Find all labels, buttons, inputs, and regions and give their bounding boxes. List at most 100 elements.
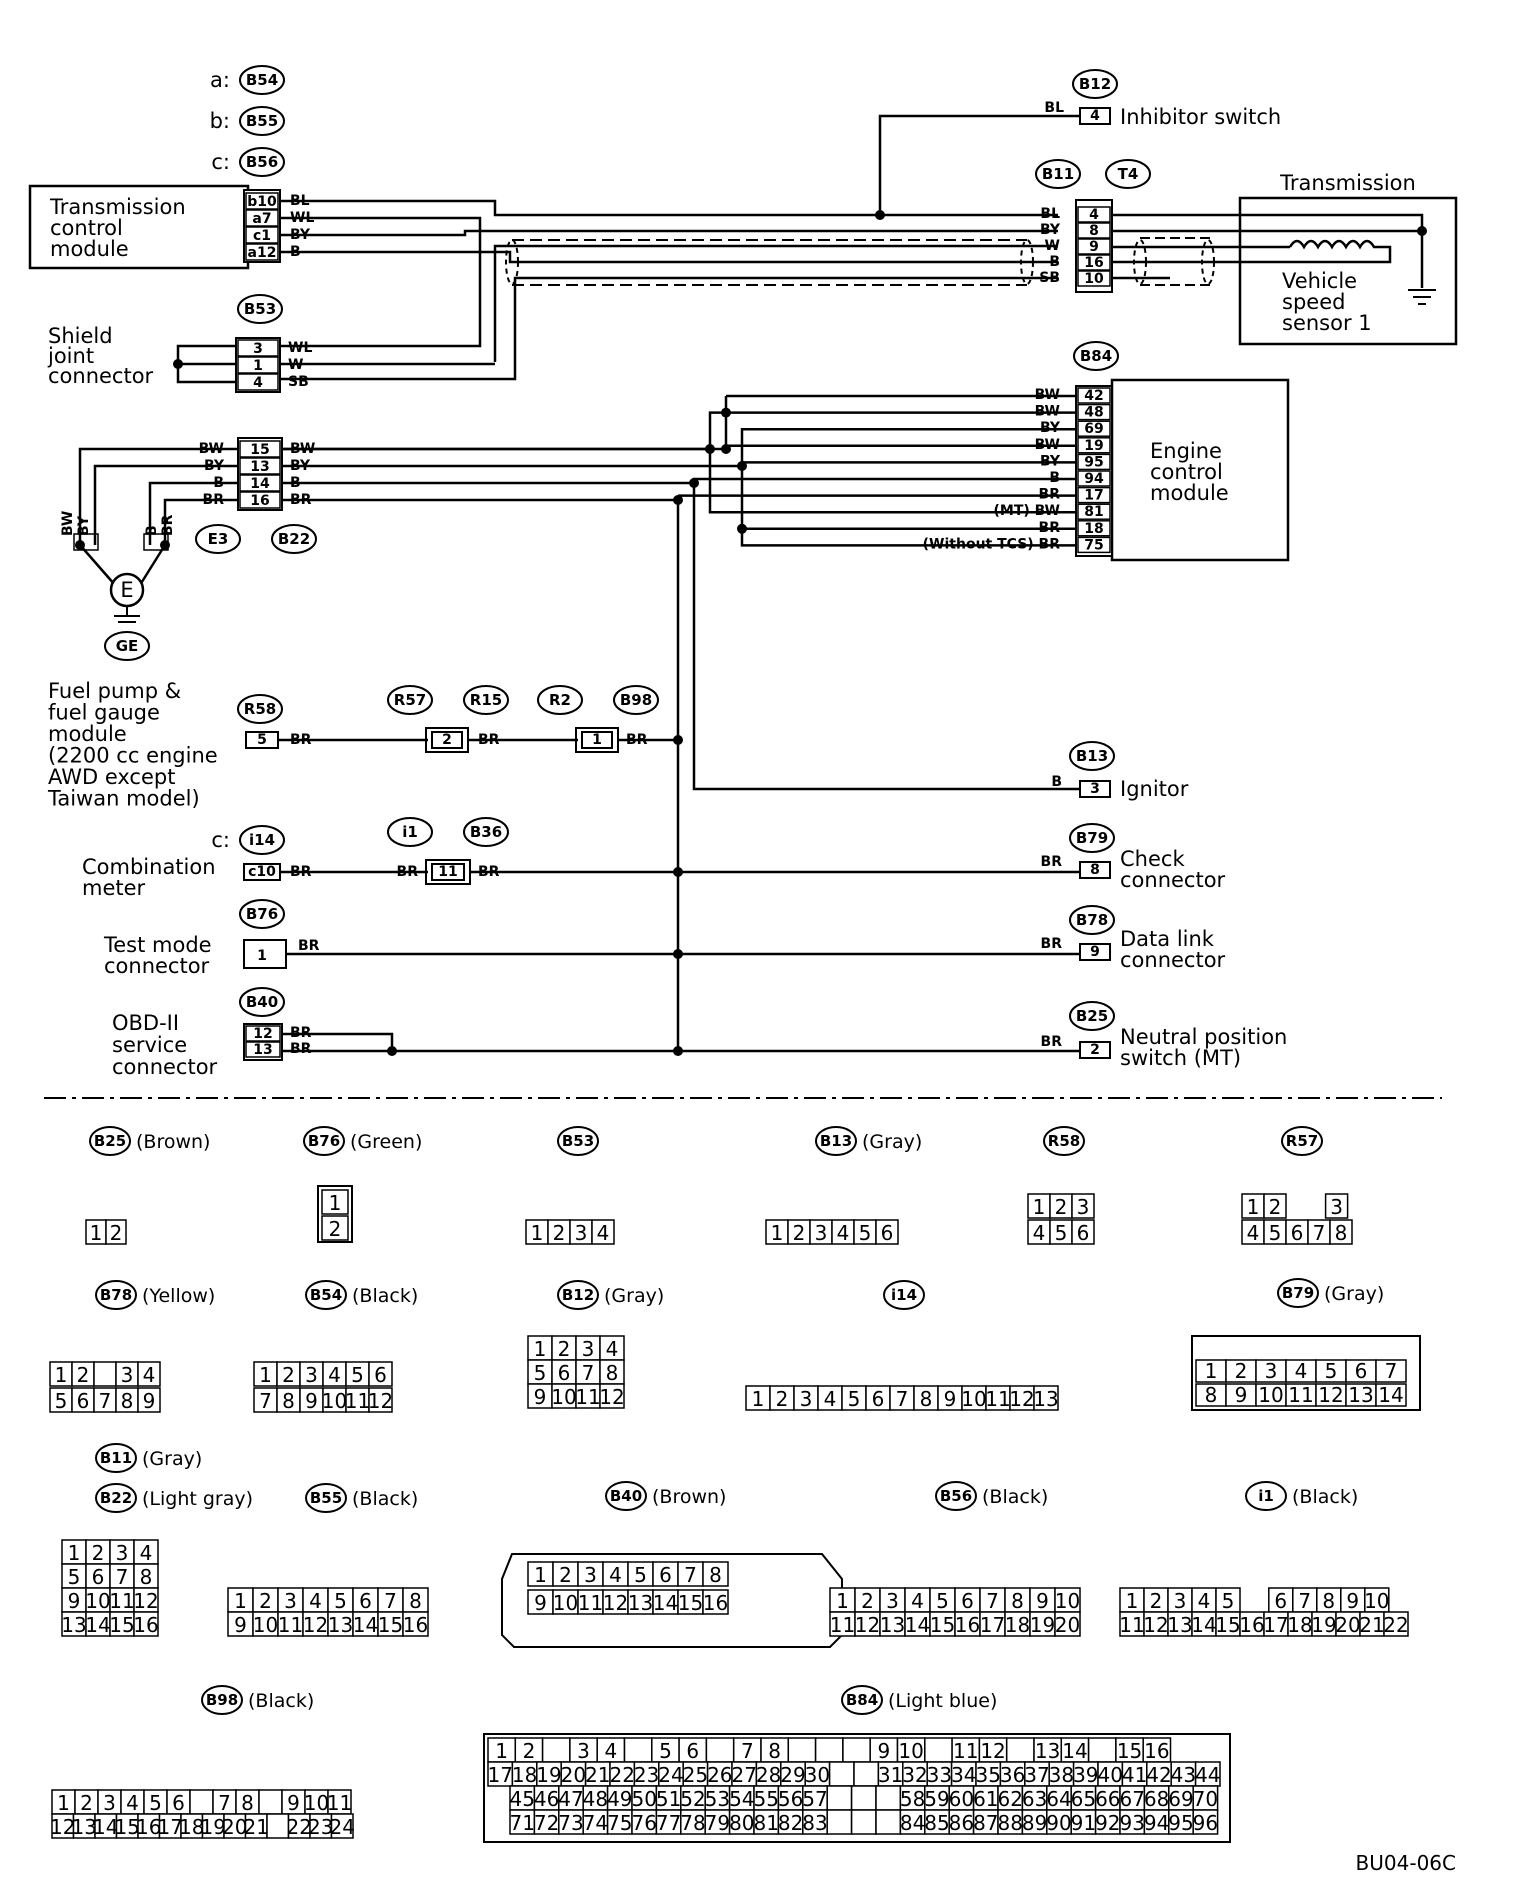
terminal-cell [929,1611,956,1637]
terminal-number: 84 [900,1811,925,1835]
terminal-number: 11 [830,1613,855,1637]
shield-end [505,239,519,285]
vss-label: speed [1282,290,1345,314]
terminal-number: 61 [973,1787,998,1811]
terminal-number: 17 [158,1815,183,1839]
connector-id-oval [1035,159,1081,189]
junction-dot [737,461,747,471]
pin-box [245,243,279,261]
connector-id-oval [237,294,283,324]
terminal-number: 4 [126,1791,139,1815]
terminal-cell [826,1809,853,1835]
connector-color: (Light gray) [142,1488,253,1510]
datalink-label: Data link [1120,927,1215,951]
terminal-number: 19 [536,1763,561,1787]
terminal-number: 13 [628,1591,653,1615]
wire-label: BR [290,864,312,880]
pin-number: 4 [1090,108,1100,124]
terminal-cell [599,1383,625,1409]
pin-number: 10 [1084,271,1104,287]
terminal-cell [302,1611,329,1637]
pin-box [239,491,281,509]
inhibitor-label: Inhibitor switch [1120,105,1281,129]
wire [1112,213,1424,228]
pin-box [245,209,279,227]
connector-id-oval [239,106,285,136]
terminal-number: 12 [303,1613,328,1637]
connector-id-oval [605,1481,647,1511]
terminal-number: 3 [800,1387,813,1411]
wire-label: BY [290,458,311,474]
check-label: Check [1120,847,1185,871]
terminal-number: 8 [920,1387,933,1411]
ground-symbol [1408,289,1436,305]
wire-label: B [1049,470,1060,486]
terminal-cell [1263,1193,1287,1219]
terminal-number: 4 [309,1589,322,1613]
terminal-number: 7 [218,1791,231,1815]
terminal-number: 7 [684,1563,697,1587]
terminal-number: 20 [561,1763,586,1787]
terminal-number: 14 [1062,1739,1087,1763]
terminal-number: 36 [1000,1763,1025,1787]
connector-id: T4 [1118,165,1139,183]
terminal-cell [631,1809,658,1835]
terminal-number: 10 [898,1739,923,1763]
terminal-number: 3 [577,1739,590,1763]
terminal-number: 10 [322,1389,347,1413]
pin-box [1077,470,1111,487]
terminal-cell [487,1737,517,1763]
terminal-cell [266,1813,290,1839]
connector-id-oval [195,524,241,554]
terminal-number: 8 [409,1589,422,1613]
terminal-number: 76 [631,1811,656,1835]
terminal-number: 11 [578,1591,603,1615]
terminal-cell [227,1611,254,1637]
pin-box [1077,453,1111,471]
wire-label: BR [290,1025,312,1041]
terminal-number: 1 [234,1589,247,1613]
terminal-cell [93,1361,117,1387]
terminal-number: 2 [80,1791,93,1815]
terminal-number: 2 [559,1563,572,1587]
terminal-number: 4 [143,1363,156,1387]
terminal-number: 15 [1117,1739,1142,1763]
pin-box [1079,107,1111,125]
terminal-number: 5 [149,1791,162,1815]
datalink-label: connector [1120,948,1226,972]
terminal-cell [854,1611,881,1637]
junction-dot [75,540,85,550]
wire-label: BR [397,864,419,880]
terminal-number: 6 [92,1565,105,1589]
terminal-cell [85,1587,111,1613]
terminal-number: 9 [534,1591,547,1615]
connector-outline [1191,1335,1421,1411]
wire [692,483,1080,791]
terminal-number: 15 [1215,1613,1240,1637]
pin-box [1077,520,1111,537]
terminal-number: 91 [1071,1811,1096,1835]
terminal-cell [854,1587,881,1613]
wire-label: BR [290,492,312,508]
obd-label: service [112,1033,187,1057]
wire-label: BR [1041,1034,1063,1050]
connector-id-oval [95,1280,137,1310]
terminal-number: 12 [603,1591,628,1615]
terminal-number: 13 [1035,1739,1060,1763]
terminal-number: 2 [1235,1359,1248,1383]
shield-end [1020,239,1034,285]
terminal-cell [368,1387,393,1413]
junction-dot [721,407,731,418]
terminal-cell [924,1809,950,1835]
terminal-number: 59 [924,1787,949,1811]
fuel-pump-label: Taiwan model) [47,787,200,811]
fuel-pump-label: Fuel pump & [48,679,181,703]
terminal-cell [105,1219,127,1245]
terminal-number: 18 [1287,1613,1312,1637]
wire [282,427,1076,468]
tcm-connector-prefix: c: [211,150,230,174]
terminal-cell [252,1611,279,1637]
terminal-cell [1311,1611,1337,1637]
pin-number: a12 [248,245,277,261]
connector-color: (Black) [248,1690,314,1712]
